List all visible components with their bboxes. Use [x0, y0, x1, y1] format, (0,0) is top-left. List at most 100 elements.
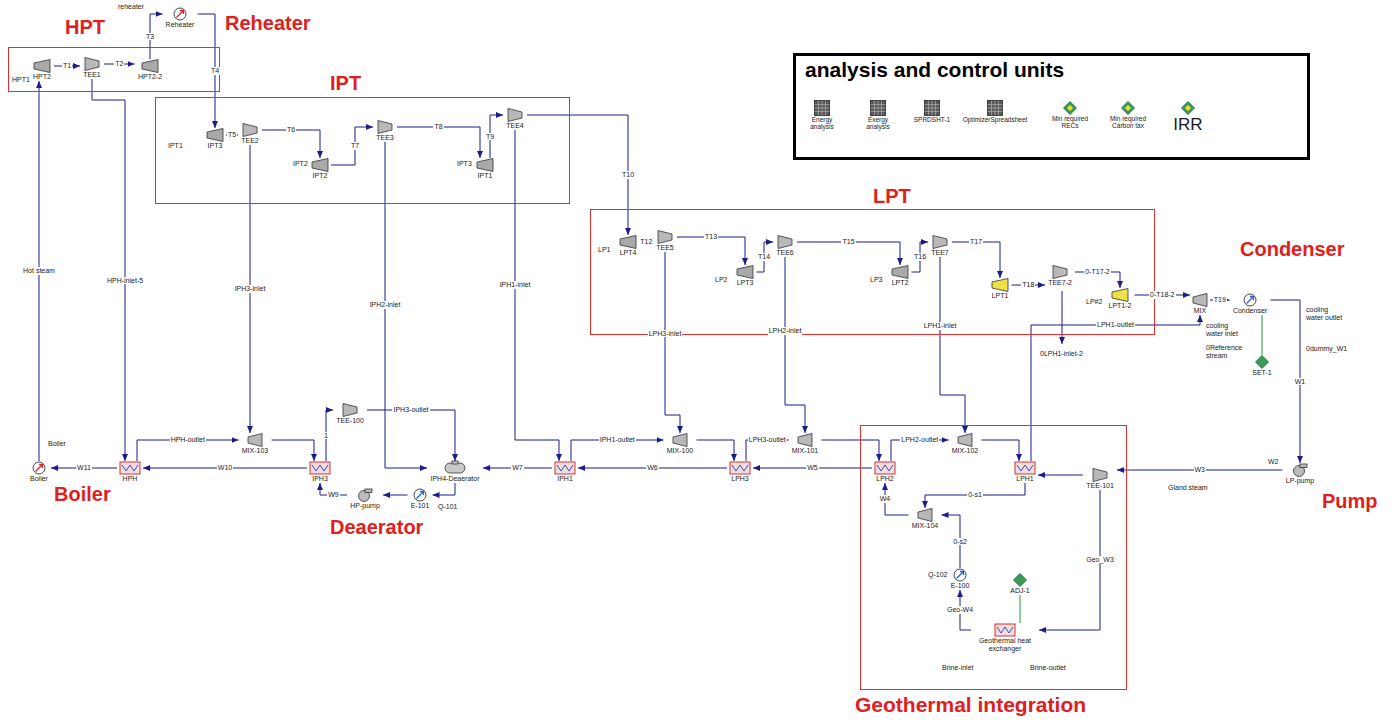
unit-label: LPH1: [1015, 475, 1035, 483]
unit-block: HPT2-2: [135, 59, 166, 81]
stream-label: W4: [879, 495, 892, 503]
stream-name: IPT3: [457, 160, 472, 168]
region-box: LPTLPT4TEE5LPT3TEE6LPT2TEE7LPT1TEE7-2LPT…: [590, 209, 1155, 335]
stream-connector: [757, 242, 774, 272]
mixer-symbol: [672, 433, 688, 447]
mixer-symbol: [917, 508, 933, 522]
unit-block: IPH1: [552, 461, 578, 483]
unit-label: TEE1: [82, 71, 102, 79]
stream-label: W1: [1294, 378, 1307, 386]
unit-label: Exergy analysis: [857, 116, 899, 131]
unit-label: SET-1: [1251, 369, 1272, 377]
unit-label: LPT1: [991, 292, 1010, 300]
stream-label: W7: [511, 464, 524, 472]
stream-label: T3: [145, 33, 155, 41]
unit-label: Reheater: [165, 21, 196, 29]
stream-name: cooling water outlet: [1306, 306, 1346, 322]
stream-label: W10: [217, 464, 233, 472]
stream-label: 0-T17-2: [1084, 268, 1111, 276]
heat-exchanger-symbol: [729, 461, 751, 475]
unit-label: TEE-100: [335, 417, 365, 425]
unit-block: TEE-101: [1083, 468, 1117, 490]
mixer-symbol: [797, 433, 813, 447]
unit-block: IPT3: [204, 128, 226, 150]
stream-label: T8: [433, 123, 443, 131]
stream-label: IPH3-outlet: [392, 406, 429, 414]
cooler-symbol: [413, 488, 427, 502]
unit-label: TEE4: [505, 122, 525, 130]
stream-label: LPH3-inlet: [648, 330, 683, 338]
unit-block: E-100: [948, 568, 973, 590]
unit-label: MIX: [1193, 307, 1207, 315]
unit-block: IPT1: [474, 158, 496, 180]
unit-block: MIX: [1190, 293, 1210, 315]
stream-label: T10: [621, 171, 635, 179]
stream-label: LPH2-inlet: [768, 327, 803, 335]
tee-symbol: [507, 108, 523, 122]
unit-block: SET-1: [1249, 355, 1275, 377]
unit-block: LPT2: [889, 265, 912, 287]
stream-connector: [367, 410, 455, 461]
stream-connector: [697, 440, 735, 461]
unit-block: MIX-100: [664, 433, 697, 455]
unit-label: IRR: [1172, 115, 1203, 135]
control-diamond: [1121, 101, 1135, 115]
stream-label: W5: [806, 464, 819, 472]
stream-connector: [665, 252, 680, 433]
unit-label: MIX-101: [791, 447, 819, 455]
unit-label: IPT3: [207, 142, 224, 150]
unit-label: LPH2: [875, 475, 895, 483]
unit-block: TEE5: [653, 230, 677, 252]
unit-label: HPT2: [32, 73, 52, 81]
heat-exchanger-symbol: [874, 461, 896, 475]
unit-label: TEE2: [240, 137, 260, 145]
turbine-symbol: [141, 59, 159, 73]
deaerator-symbol: [444, 461, 466, 475]
unit-label: SPRDSHT-1: [913, 116, 951, 123]
section-title: Reheater: [225, 12, 311, 34]
unit-block: Exergy analysis: [855, 100, 901, 131]
unit-label: HPH: [122, 475, 139, 483]
adjust-diamond: [1013, 573, 1027, 587]
heat-exchanger-symbol: [1014, 461, 1036, 475]
unit-label: Min required Carbon tax: [1101, 115, 1155, 130]
stream-label: IPH2-inlet: [369, 301, 402, 309]
stream-connector: [527, 115, 628, 235]
stream-label: T7: [350, 142, 360, 150]
unit-label: Energy analysis: [801, 116, 843, 131]
stream-label: T16: [913, 253, 927, 261]
stream-label: IPH1-outlet: [599, 436, 636, 444]
unit-label: TEE-101: [1085, 482, 1115, 490]
unit-block: MIX-104: [909, 508, 942, 530]
stream-connector: [1262, 315, 1263, 355]
unit-label: TEE5: [655, 244, 675, 252]
unit-block: IPH4-Deaerator: [427, 461, 483, 483]
stream-name: Brine-inlet: [942, 664, 974, 672]
region-heading: Geothermal integration: [855, 693, 1086, 716]
region-heading: IPT: [330, 72, 361, 94]
heater-symbol: [173, 7, 187, 21]
unit-block: Geothermal heat exchanger: [971, 623, 1039, 653]
turbine-symbol: [33, 59, 51, 73]
unit-label: LPT2: [891, 279, 910, 287]
stream-label: T14: [757, 253, 771, 261]
stream-label: T17: [969, 238, 983, 246]
stream-label: W6: [646, 464, 659, 472]
turbine-symbol: [891, 265, 909, 279]
stream-label: T12: [639, 238, 653, 246]
stream-connector: [515, 130, 559, 461]
unit-label: E-100: [950, 582, 971, 590]
stream-connector: [785, 257, 805, 433]
stream-connector: [433, 483, 456, 495]
unit-block: LP-pump: [1283, 463, 1318, 485]
unit-block: Min required Carbon tax: [1099, 101, 1157, 130]
stream-label: T15: [841, 238, 855, 246]
stream-name: W2: [1268, 458, 1279, 466]
unit-label: LPH3: [730, 475, 750, 483]
region-heading: LPT: [873, 185, 911, 207]
stream-name: LP#2: [1086, 298, 1102, 306]
unit-block: HPH: [117, 461, 143, 483]
stream-connector: [331, 127, 373, 165]
section-title: Pump: [1322, 490, 1378, 512]
